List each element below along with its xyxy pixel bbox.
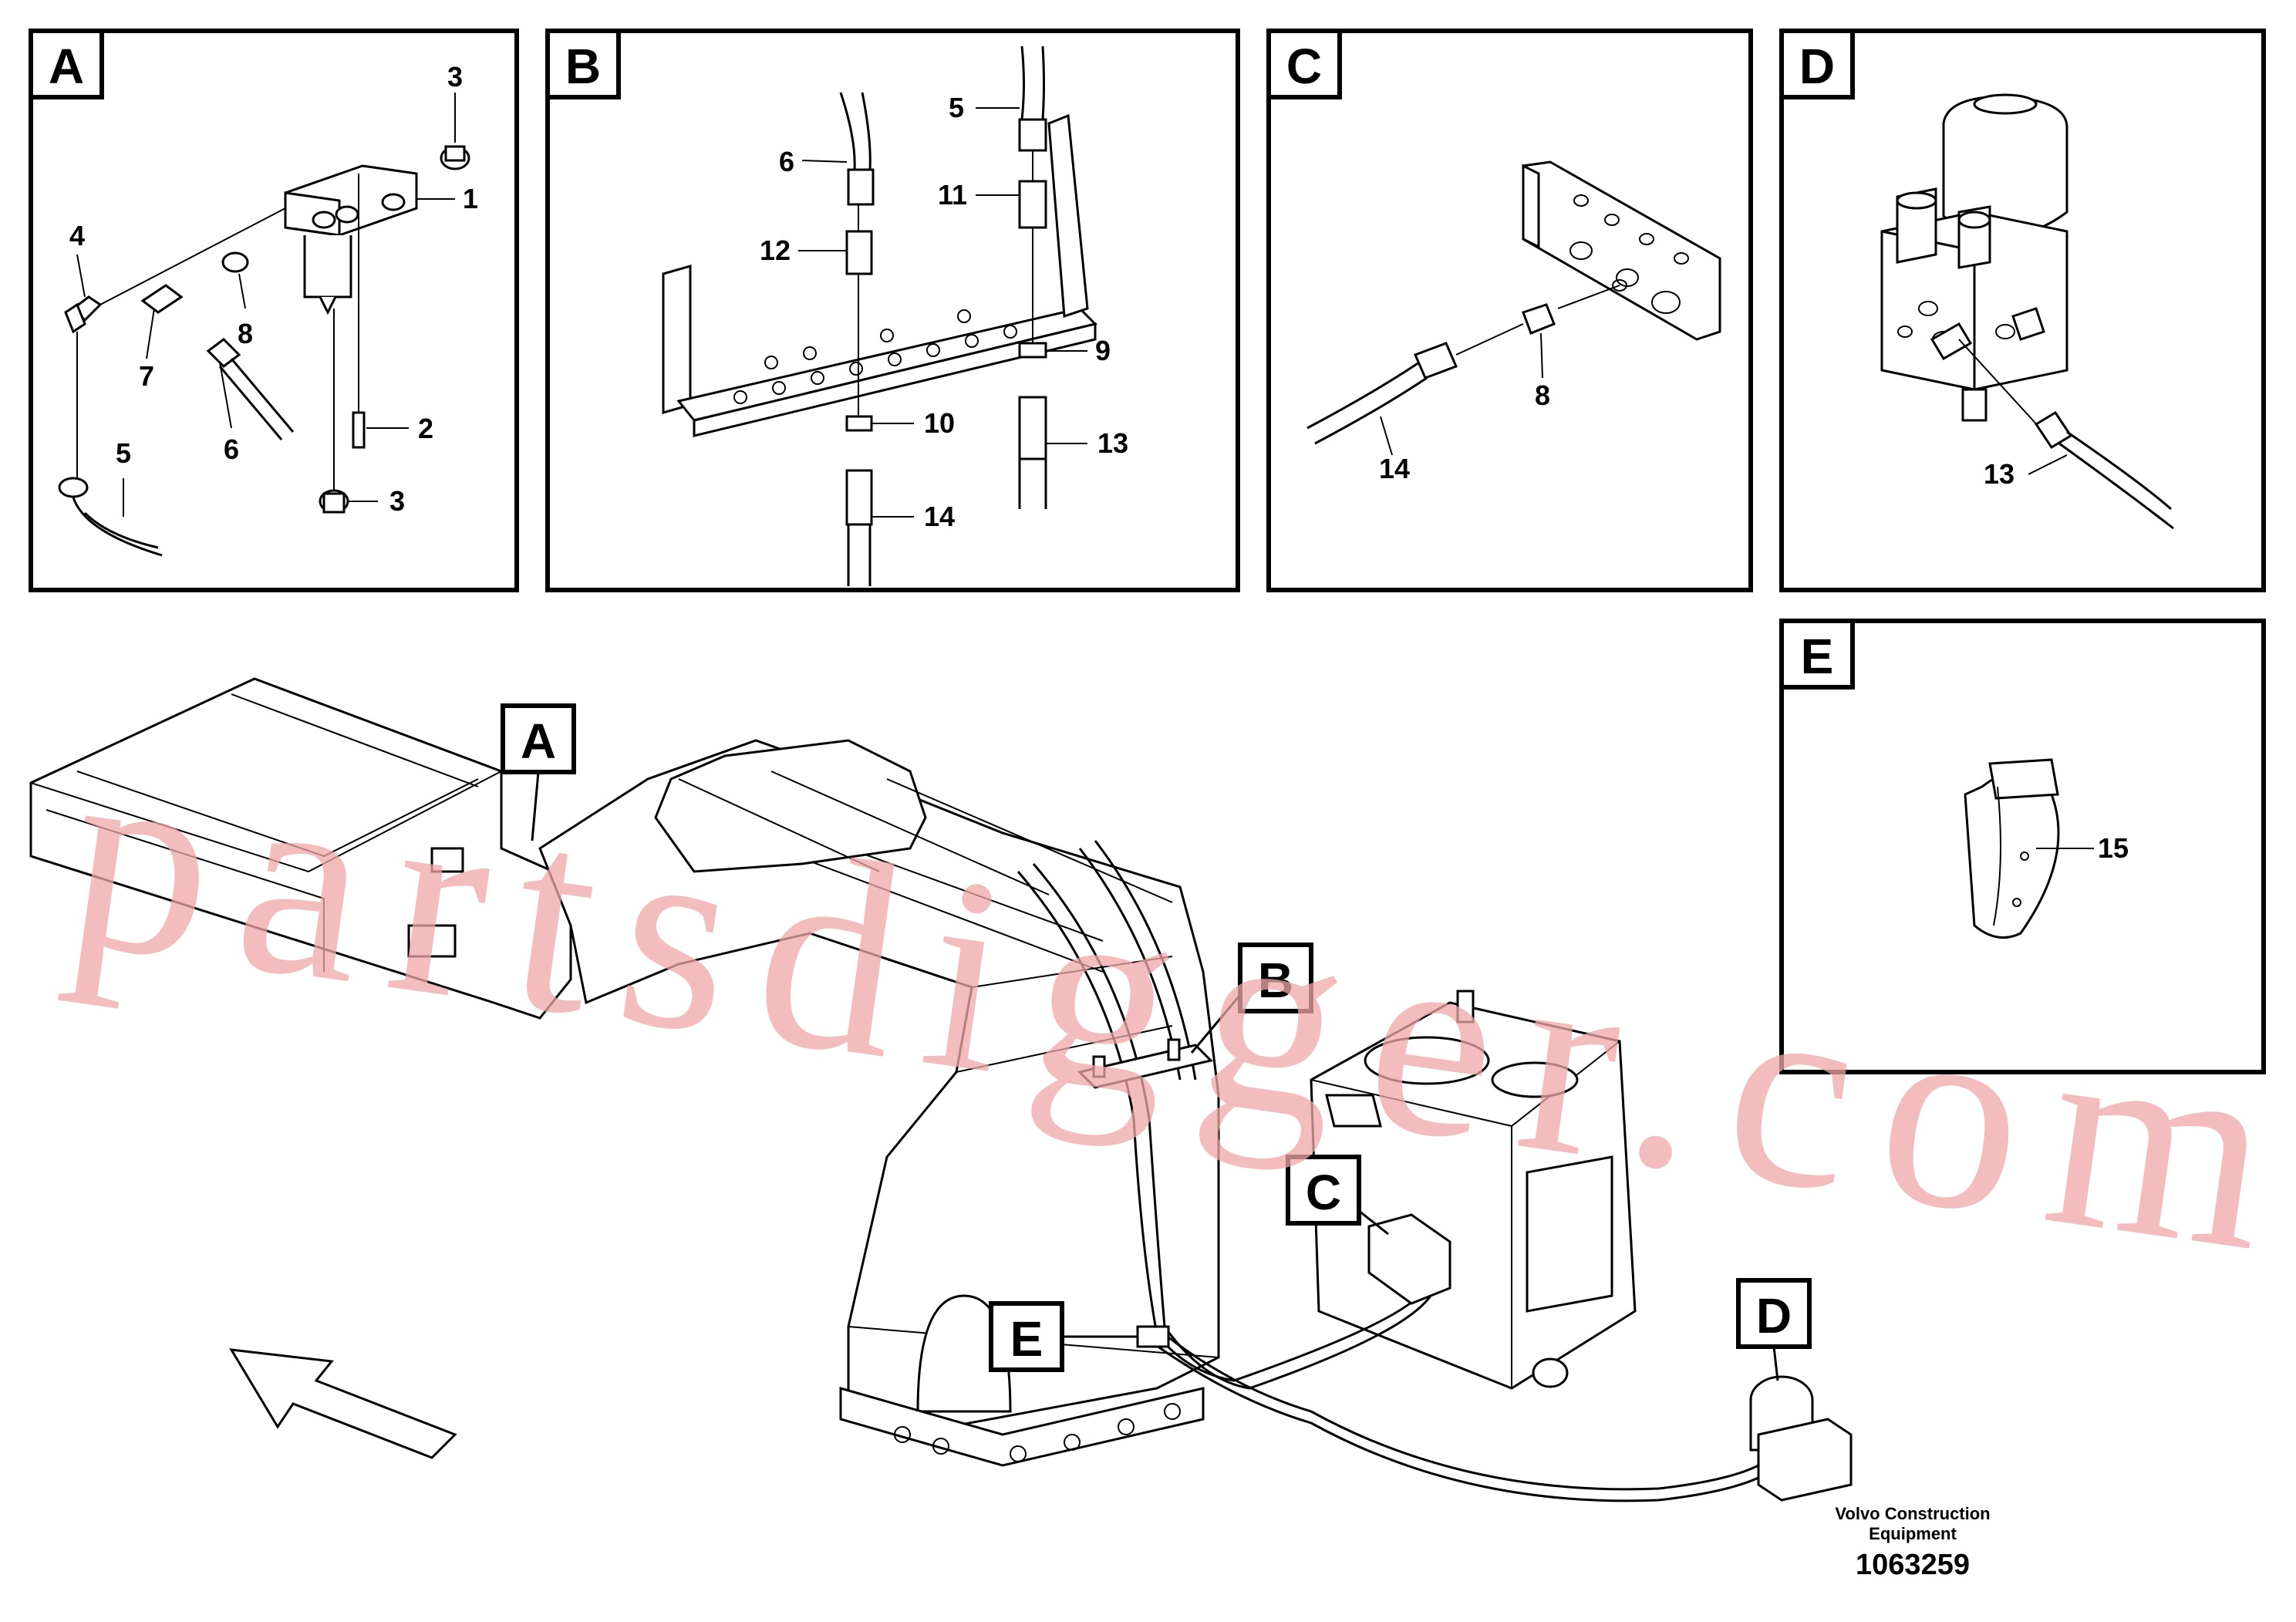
svg-text:D: D [1756, 1288, 1792, 1344]
mounting-plate-drawing [1522, 160, 1721, 341]
callout-a-3-top: 3 [447, 61, 463, 93]
main-hoses [1017, 840, 1761, 1502]
panel-b-letter: B [565, 39, 601, 94]
callout-a-3-bottom: 3 [389, 485, 405, 517]
detail-panel-c: C 8 14 [1266, 29, 1753, 592]
detail-panel-b: B [545, 29, 1240, 592]
callout-c-14: 14 [1379, 453, 1410, 484]
callout-a-1: 1 [463, 183, 478, 214]
callout-d-13: 13 [1984, 458, 2014, 490]
main-tag-d: D [1736, 1278, 1812, 1381]
callout-b-14: 14 [924, 501, 955, 532]
detail-panel-e: E 15 [1779, 619, 2266, 1074]
callout-a-2: 2 [418, 413, 433, 444]
main-view-tags: A B C D E [501, 703, 1812, 1381]
callout-b-12: 12 [760, 234, 791, 266]
callout-b-9: 9 [1095, 335, 1111, 366]
main-tag-a: A [501, 703, 576, 841]
callout-b-13: 13 [1097, 427, 1128, 459]
panel-c-leaders [1380, 332, 1543, 456]
callout-e-15: 15 [2098, 832, 2129, 864]
direction-arrow [229, 1348, 457, 1459]
main-bracket-b [1077, 1038, 1213, 1089]
main-tag-e: E [989, 1301, 1138, 1372]
panel-a-letter: A [49, 39, 84, 94]
callout-a-8: 8 [238, 318, 253, 349]
panel-b-leaders [798, 107, 1087, 518]
svg-text:B: B [1258, 953, 1293, 1008]
machine-assembly-view [29, 677, 1853, 1502]
main-tag-c: C [1286, 1155, 1389, 1236]
main-clamp-e [1136, 1325, 1170, 1348]
callout-a-5: 5 [116, 437, 131, 469]
panel-c-letter: C [1286, 39, 1322, 94]
callout-c-8: 8 [1535, 379, 1550, 411]
callout-a-6: 6 [224, 433, 239, 465]
bracket-plate-drawing [662, 113, 1097, 437]
panel-b-hoses [839, 46, 1047, 586]
detail-panel-d: D 13 [1779, 29, 2266, 592]
panel-e-letter: E [1801, 629, 1834, 684]
drawing-number: 1063259 [1856, 1549, 1970, 1581]
publisher-line-1: Volvo Construction [1835, 1504, 1991, 1523]
accumulator-valve-drawing [1880, 93, 2068, 422]
callout-b-5: 5 [949, 92, 964, 123]
panel-d-letter: D [1799, 39, 1835, 94]
callout-b-6: 6 [779, 146, 794, 177]
svg-text:E: E [1010, 1311, 1043, 1367]
callout-b-11: 11 [938, 179, 967, 211]
tank-unit [1310, 990, 1637, 1390]
callout-b-10: 10 [924, 407, 955, 439]
panel-d-hose [1958, 339, 2174, 530]
panel-c-fittings [1306, 285, 1620, 445]
main-tag-b: B [1190, 943, 1313, 1054]
panel-a-leaders [76, 93, 456, 517]
main-bracket-c [1367, 1213, 1451, 1305]
callout-a-7: 7 [139, 360, 154, 392]
publisher-line-2: Equipment [1869, 1524, 1957, 1543]
svg-text:C: C [1306, 1165, 1341, 1220]
boom-frame [654, 739, 1173, 903]
callout-a-4: 4 [69, 220, 85, 251]
hose-clamp-drawing [1964, 758, 2094, 939]
main-accumulator-d [1749, 1375, 1853, 1502]
svg-text:A: A [521, 713, 556, 769]
publisher-label: Volvo Construction Equipment [1766, 1504, 2059, 1544]
valve-block-drawing [58, 145, 470, 557]
detail-panel-a: A [29, 29, 519, 592]
